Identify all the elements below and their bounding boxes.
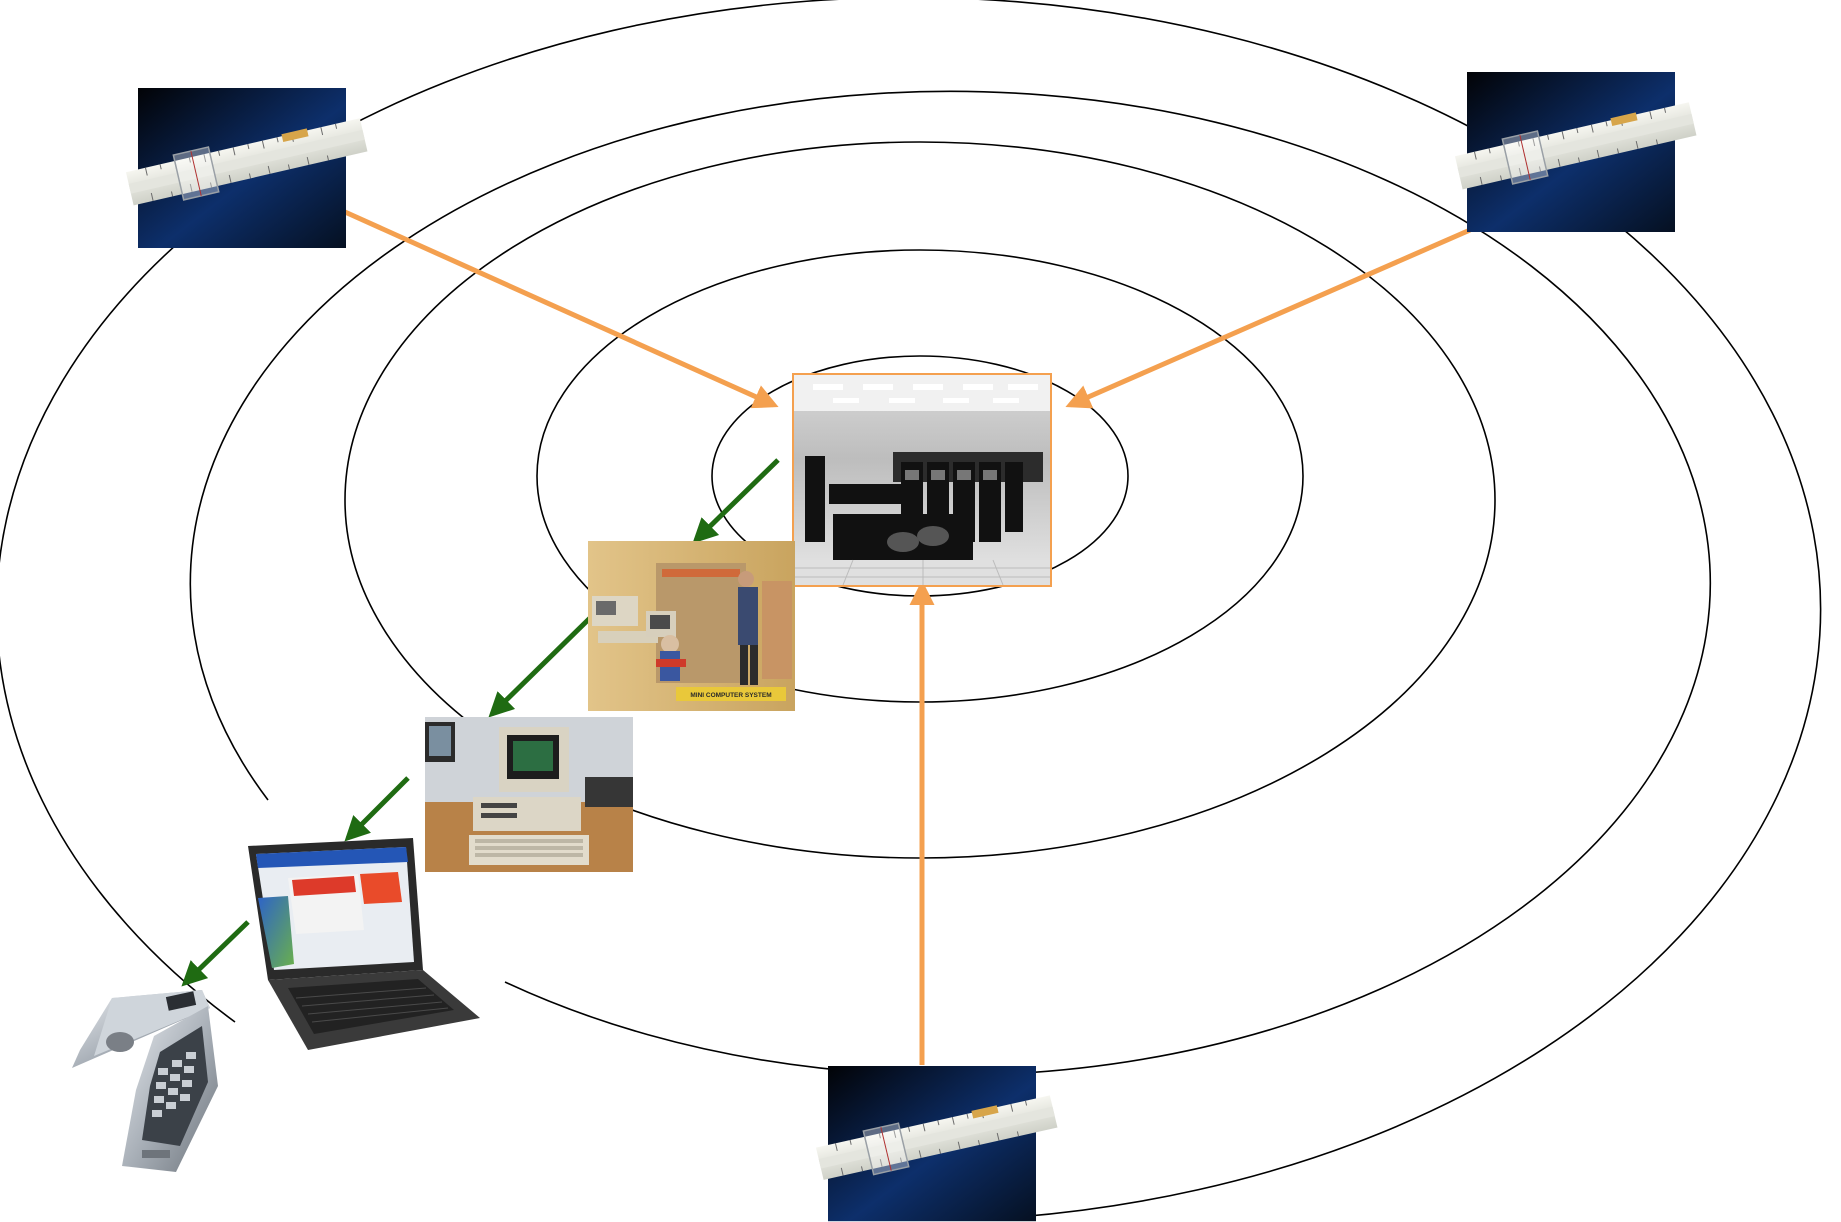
ring-4 bbox=[189, 90, 1712, 1077]
laptop-icon bbox=[248, 838, 480, 1050]
arrow-mainframe-to-mini bbox=[692, 458, 780, 544]
slide-rule-icon bbox=[123, 87, 370, 249]
inward-arrows bbox=[343, 209, 1472, 1065]
mainframe-room-icon bbox=[792, 373, 1052, 587]
arrow-laptop-to-phone bbox=[181, 920, 250, 987]
arrow-topright-to-mainframe bbox=[1065, 227, 1472, 409]
slide-rule-icon bbox=[1452, 71, 1699, 233]
slide-rule-icon bbox=[813, 1065, 1060, 1222]
flip-phone-icon bbox=[72, 990, 218, 1172]
arrow-topleft-to-mainframe bbox=[343, 209, 779, 409]
personal-computer-icon bbox=[425, 717, 633, 872]
arrow-mini-to-pc bbox=[488, 616, 592, 718]
minicomputer-icon: MINI COMPUTER SYSTEM bbox=[588, 541, 795, 711]
outward-arrows bbox=[181, 458, 780, 987]
minicomputer-caption: MINI COMPUTER SYSTEM bbox=[690, 692, 771, 699]
arrow-pc-to-laptop bbox=[344, 776, 410, 842]
